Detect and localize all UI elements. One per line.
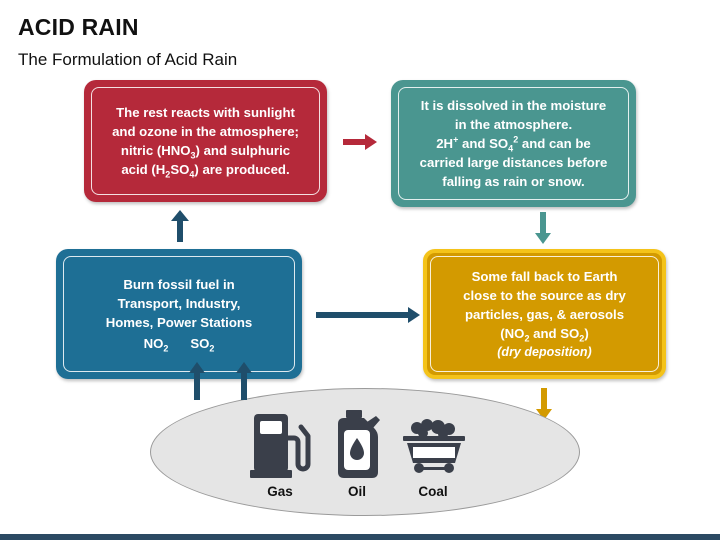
reaction-line-4-sub2: 4 [189,169,195,180]
dry-line-3: particles, gas, & aerosols [464,306,625,322]
reaction-line-3-post: ) and sulphuric [195,143,291,158]
no2-label: NO2 [144,334,169,353]
reaction-line-3-pre: nitric (HNO [120,143,191,158]
burn-line-3: Homes, Power Stations [105,315,253,330]
reaction-line-4-pre: acid (H [121,162,166,177]
oil-can-icon [338,410,380,478]
burn-line-2: Transport, Industry, [117,296,241,311]
arrow-right-to-dry-deposition [316,307,420,323]
page-title: ACID RAIN [18,14,139,40]
gas-pump-icon [250,414,311,478]
fuel-label-oil: Oil [347,484,366,499]
dry-line-4-c: ) [584,325,589,341]
burn-line-1: Burn fossil fuel in [123,277,235,292]
dry-line-4: (NO2 and SO2) [500,324,588,343]
dissolve-line-4: carried large distances before [419,155,608,170]
dry-line-1: Some fall back to Earth [471,268,618,284]
dissolve-line-2: in the atmosphere. [454,117,573,132]
reaction-line-4-post: ) are produced. [194,162,290,177]
dry-line-2: close to the source as dry [463,287,626,303]
reaction-line-2: and ozone in the atmosphere; [112,124,299,139]
dissolve-line-5: falling as rain or snow. [442,174,585,189]
dry-line-4-sub2: 2 [579,333,585,344]
page-subtitle: The Formulation of Acid Rain [18,50,238,69]
reaction-line-3: nitric (HNO3) and sulphuric [121,141,290,160]
fuel-label-gas: Gas [267,484,293,499]
dry-deposition-note: (dry deposition) [497,344,592,359]
reaction-line-4: acid (H2SO4) are produced. [121,160,289,179]
arrow-right-to-dissolve [343,134,377,150]
dry-deposition-box: Some fall back to Earth close to the sou… [423,249,666,379]
footer-bar [0,534,720,540]
burn-fuel-box-text: Burn fossil fuel in Transport, Industry,… [63,256,295,372]
dry-line-4-b: and SO [529,325,580,341]
dissolve-line-3-c: and can be [518,136,591,151]
dissolve-line-3-b: and SO [458,136,509,151]
dissolve-line-3-a: 2H [436,136,454,151]
no2-label-base: NO [143,336,164,351]
reaction-line-4-mid: SO [170,162,190,177]
reaction-line-3-sub: 3 [190,150,196,161]
dissolve-box-text: It is dissolved in the moisture in the a… [398,87,629,200]
reaction-box-text: The rest reacts with sunlight and ozone … [91,87,320,195]
arrow-up-no2 [189,362,205,400]
arrow-down-from-dry-deposition [536,388,552,420]
arrow-up-so2 [236,362,252,400]
dry-deposition-box-text: Some fall back to Earth close to the sou… [430,256,659,372]
reaction-line-1: The rest reacts with sunlight [116,105,295,120]
dissolve-line-3: 2H+ and SO42 and can be [436,134,591,153]
reaction-box: The rest reacts with sunlight and ozone … [84,80,327,202]
emission-gases: NO2 SO2 [144,334,215,353]
dry-line-4-sub1: 2 [524,333,530,344]
so2-label-base: SO [190,336,210,351]
so2-label: SO2 [190,334,214,353]
arrow-up-to-reaction [171,210,189,242]
fuel-label-coal: Coal [418,484,448,499]
dissolve-line-3-sup1: + [453,134,459,145]
no2-label-sub: 2 [163,343,169,354]
arrow-down-from-dissolve [535,212,551,244]
dissolve-line-1: It is dissolved in the moisture [420,98,607,113]
dissolve-line-3-sub: 4 [508,143,514,154]
so2-label-sub: 2 [209,343,215,354]
reaction-line-4-sub1: 2 [165,169,171,180]
dissolve-line-3-sup2: 2 [513,134,519,145]
dry-line-4-a: (NO [500,325,525,341]
dissolve-box: It is dissolved in the moisture in the a… [391,80,636,207]
coal-cart-icon [403,419,465,473]
burn-fuel-box: Burn fossil fuel in Transport, Industry,… [56,249,302,379]
